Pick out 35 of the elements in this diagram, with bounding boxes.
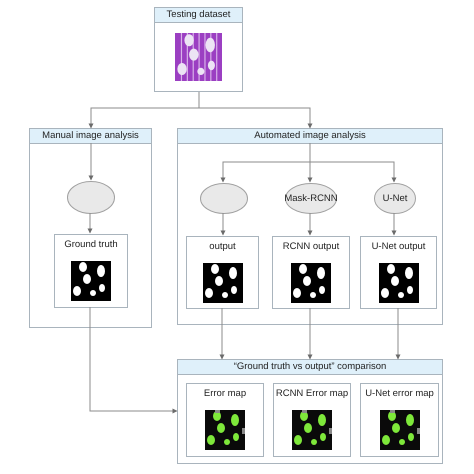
image-card (360, 236, 437, 309)
node-label: “Ground truth vs output” comparison (234, 361, 386, 373)
node-label: Automated image analysis (254, 130, 366, 142)
group-box (154, 7, 243, 92)
arrow (392, 212, 396, 236)
image-card (186, 236, 259, 309)
arrow (88, 142, 94, 180)
image-card (273, 383, 351, 457)
image-card (186, 383, 264, 457)
arrow (88, 212, 92, 234)
arrow (308, 212, 312, 236)
arrow (220, 212, 226, 236)
arrow (396, 308, 400, 360)
arrow (198, 92, 312, 128)
node-label: U-Net (382, 192, 408, 204)
node-label: Error map (204, 388, 246, 400)
node-label: Manual image analysis (42, 130, 139, 142)
arrow (90, 306, 178, 414)
group-box (29, 128, 152, 328)
node-label: RCNN Error map (276, 388, 348, 400)
node-label: output (209, 241, 236, 253)
node-label: U-Net error map (365, 388, 434, 400)
node-label: Testing dataset (166, 9, 230, 21)
node-label: U-Net output (372, 241, 426, 253)
arrow (220, 308, 224, 360)
group-box (177, 359, 443, 464)
image-card (360, 383, 439, 457)
arrow (308, 308, 312, 360)
image-card (54, 234, 128, 308)
arrow (310, 142, 396, 182)
node-label: RCNN output (282, 241, 340, 253)
group-box (177, 128, 443, 325)
node-label: Ground truth (64, 239, 118, 251)
image-card (272, 236, 350, 309)
node-label: Mask-RCNN (284, 192, 338, 204)
